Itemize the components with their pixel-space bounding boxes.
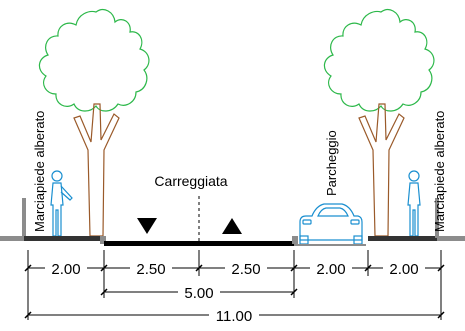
label-roadway: Carreggiata	[154, 173, 227, 189]
label-parking: Parcheggio	[324, 130, 339, 196]
dim-lane-left: 2.50	[136, 261, 165, 278]
label-right-sidewalk: Marciapiede alberato	[432, 111, 447, 232]
grey-edge-right	[437, 236, 465, 241]
dimension-values: 2.00 2.50 2.50 2.00 2.00 5.00 11.00	[45, 259, 425, 325]
grey-edge-left	[0, 236, 24, 241]
dim-parking: 2.00	[316, 261, 345, 278]
tree-trunk-left	[73, 103, 120, 237]
tree-canopy-left	[38, 9, 150, 112]
dim-roadway-total: 5.00	[184, 285, 213, 302]
tree-trunk-right	[358, 103, 405, 237]
parked-car	[299, 203, 363, 245]
low-wall-right	[435, 198, 439, 238]
pedestrian-left	[50, 170, 73, 237]
tree-left	[38, 9, 150, 237]
roadway-asphalt	[104, 241, 294, 246]
down-triangle-icon	[137, 218, 157, 234]
curb-right	[292, 236, 298, 244]
dim-left-sidewalk: 2.00	[51, 261, 80, 278]
tree-right	[323, 9, 435, 237]
sidewalk-left	[24, 236, 104, 241]
parking-surface	[294, 244, 366, 246]
label-left-sidewalk: Marciapiede alberato	[32, 111, 47, 232]
dim-lane-right: 2.50	[231, 261, 260, 278]
up-triangle-icon	[222, 218, 242, 234]
dim-total: 11.00	[216, 308, 252, 325]
curb-left	[100, 236, 106, 244]
tree-canopy-right	[323, 9, 435, 112]
dim-right-sidewalk: 2.00	[389, 261, 418, 278]
low-wall-left	[22, 198, 26, 238]
dimension-ticks	[24, 264, 445, 319]
sidewalk-right	[368, 236, 438, 241]
pedestrian-right	[407, 170, 421, 237]
ground-section	[0, 198, 465, 246]
